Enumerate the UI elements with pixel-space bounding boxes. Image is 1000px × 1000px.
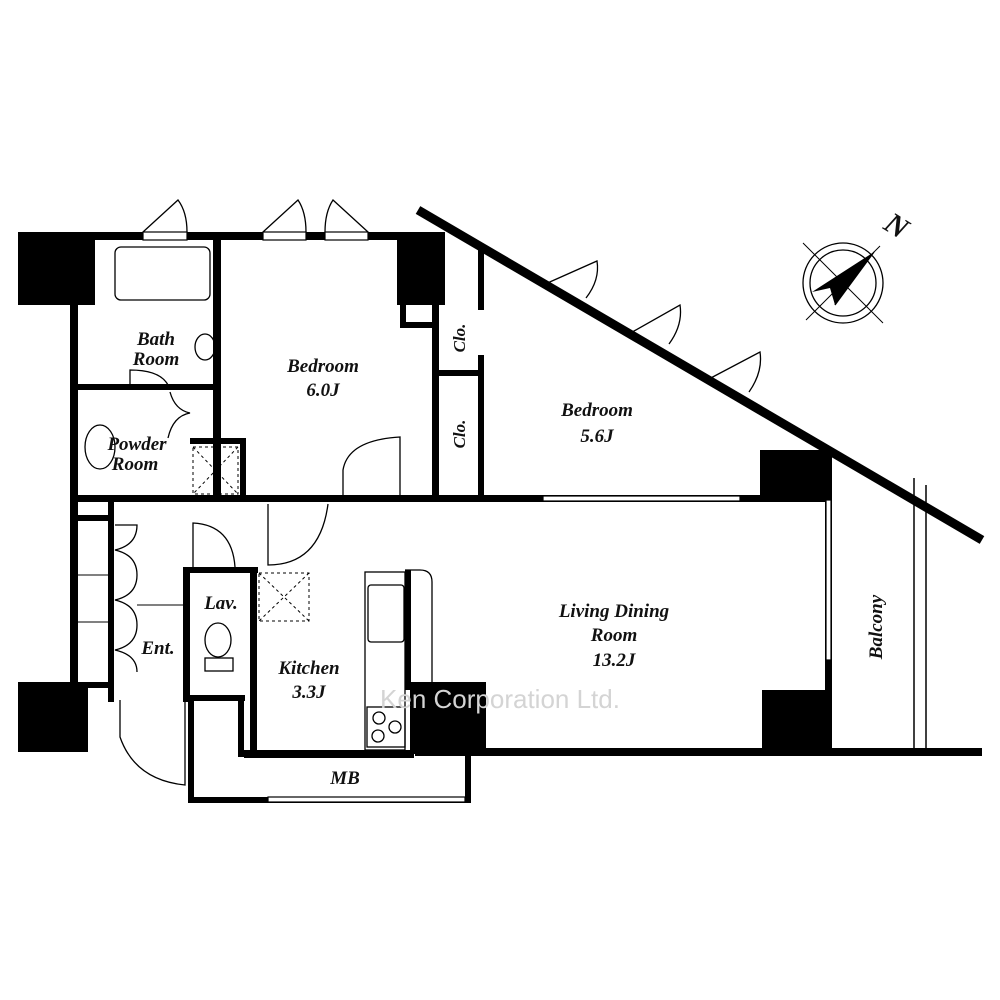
balcony-label: Balcony [866, 594, 887, 660]
bedroom-1-label: Bedroom [286, 356, 359, 377]
north-arrow-icon [812, 252, 874, 305]
windows-and-doors [78, 199, 927, 803]
ldr-size: 13.2J [593, 650, 636, 671]
bedroom-2-size: 5.6J [580, 426, 614, 447]
closet-1-label: Clo. [450, 324, 469, 353]
kitchen-label: Kitchen [277, 658, 339, 679]
fixtures [84, 246, 433, 751]
washbasin-icon [194, 333, 216, 361]
bedroom-1-size: 6.0J [306, 380, 340, 401]
watermark: Ken Corporation Ltd. [380, 684, 620, 714]
entrance-label: Ent. [140, 638, 174, 659]
powder-room-label-2: Room [111, 454, 158, 475]
bathtub-icon [114, 246, 211, 301]
lav-label: Lav. [203, 593, 238, 614]
ldr-label: Living Dining [558, 601, 669, 622]
room-labels: Bath Room Powder Room Bedroom 6.0J Clo. … [106, 324, 887, 789]
compass: N [802, 206, 916, 324]
walls [18, 206, 985, 803]
bedroom-2-label: Bedroom [560, 400, 633, 421]
stove-icon [366, 706, 406, 748]
basin-icon [84, 424, 116, 470]
powder-room-label: Powder [106, 434, 167, 455]
sink-icon [367, 584, 405, 643]
compass-north-label: N [878, 206, 916, 247]
closet-2-label: Clo. [450, 420, 469, 449]
ldr-label-2: Room [590, 625, 637, 646]
bath-room-label-2: Room [132, 349, 179, 370]
kitchen-size: 3.3J [291, 682, 326, 703]
bath-room-label: Bath [136, 329, 175, 350]
toilet-icon [204, 622, 232, 658]
mb-label: MB [329, 768, 360, 789]
